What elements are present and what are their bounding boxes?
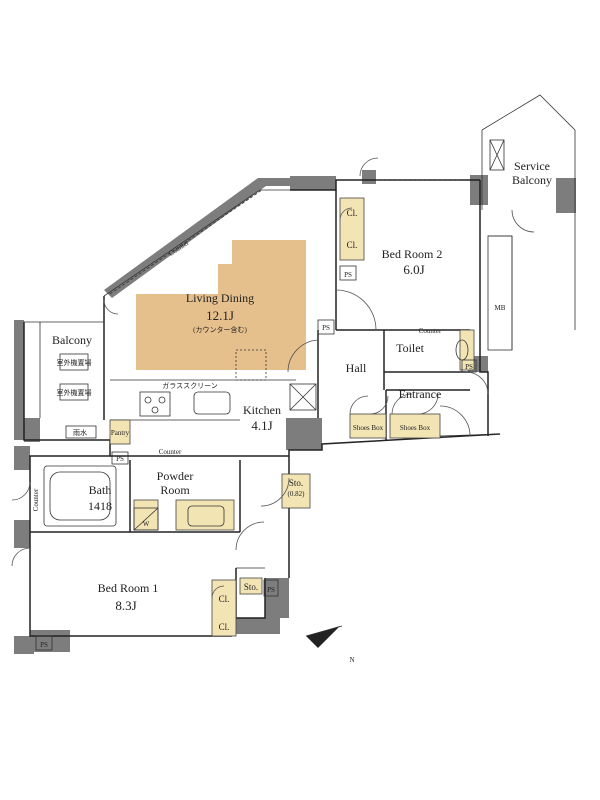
kitchen-label: Kitchen — [243, 403, 281, 417]
toilet-label: Toilet — [396, 341, 424, 355]
shoes-box-label-2: Shoes Box — [400, 424, 431, 432]
ac-label: 室外機置場 — [57, 358, 92, 367]
fixtures — [35, 139, 505, 651]
ps-label: PS — [344, 271, 352, 279]
pantry-label: Pantry — [111, 429, 130, 437]
storage-label: Sto. — [289, 478, 303, 488]
w-label: W — [143, 520, 150, 528]
rain-label: 雨水 — [73, 428, 87, 437]
bedroom1-label: Bed Room 1 — [98, 581, 159, 595]
ps-label: PS — [267, 586, 275, 594]
counter-label: Counter — [419, 327, 442, 335]
bath-label: Bath — [89, 483, 112, 497]
living-dining-note: (カウンター含む) — [193, 325, 247, 334]
hall-label: Hall — [346, 361, 367, 375]
counter-label: Counter — [32, 488, 40, 511]
bedroom2-area: 6.0J — [403, 262, 424, 277]
counter-label: Counter — [159, 448, 182, 456]
closet-label: Cl. — [219, 622, 230, 632]
closet-label: Cl. — [347, 208, 358, 218]
powder-label-2: Room — [160, 483, 190, 497]
ps-label: PS — [465, 363, 473, 371]
storage-size: (0.82) — [288, 490, 306, 498]
living-dining-label: Living Dining — [186, 291, 254, 305]
storage-label-2: Sto. — [244, 582, 258, 592]
ps-label: PS — [322, 324, 330, 332]
compass-label: N — [349, 656, 354, 664]
bedroom2-label: Bed Room 2 — [382, 247, 443, 261]
mb-label: MB — [495, 304, 506, 312]
bath-size: 1418 — [88, 499, 112, 513]
balcony-label: Balcony — [52, 333, 92, 347]
ps-label: PS — [116, 455, 124, 463]
bedroom1-area: 8.3J — [115, 598, 136, 613]
living-dining-area: 12.1J — [206, 308, 234, 323]
kitchen-area: 4.1J — [251, 418, 272, 433]
service-balcony-label-1: Service — [514, 159, 550, 173]
glass-screen-label: ガラススクリーン — [162, 381, 218, 390]
shoes-box-label: Shoes Box — [353, 424, 384, 432]
service-balcony-label-2: Balcony — [512, 173, 552, 187]
closet-label: Cl. — [347, 240, 358, 250]
closet-label: Cl. — [219, 594, 230, 604]
powder-label-1: Powder — [157, 469, 194, 483]
ac-label-2: 室外機置場 — [57, 388, 92, 397]
entrance-label: Entrance — [399, 387, 442, 401]
living-floor — [136, 240, 306, 370]
ps-label: PS — [40, 641, 48, 649]
labels: Living Dining 12.1J (カウンター含む) Bed Room 2… — [32, 159, 552, 664]
